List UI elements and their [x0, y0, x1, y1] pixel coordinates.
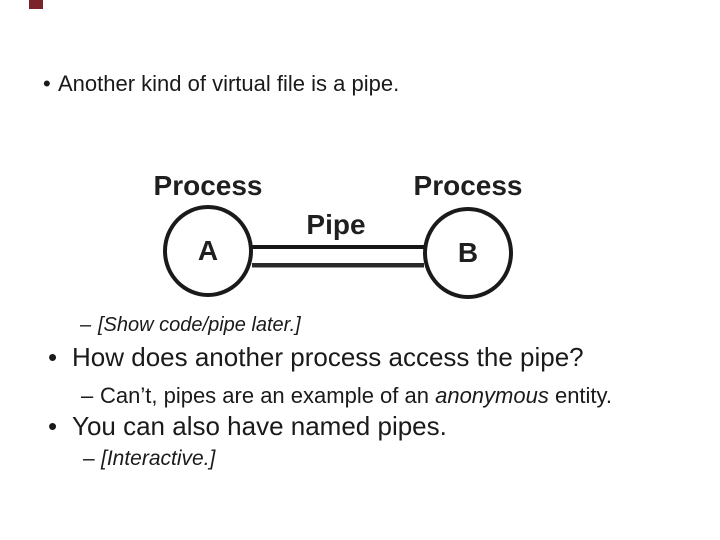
subbullet-interactive-text: [Interactive.] — [101, 447, 216, 470]
process-b-circle: B — [423, 207, 513, 299]
process-label-left: Process — [153, 170, 263, 201]
subbullet-anonymous-text: Can’t, pipes are an example of an anonym… — [100, 382, 612, 410]
dash-glyph: – — [80, 314, 92, 336]
anonymous-prefix: Can’t, pipes are an example of an — [100, 383, 436, 408]
anonymous-suffix: entity. — [548, 383, 613, 408]
dash-glyph: – — [83, 447, 95, 470]
subbullet-anonymous: – Can’t, pipes are an example of an anon… — [81, 382, 612, 410]
subbullet-interactive: – [Interactive.] — [83, 446, 215, 472]
subbullet-show-code: – [Show code/pipe later.] — [80, 313, 301, 338]
pipe-label: Pipe — [306, 209, 366, 240]
bullet-glyph: • — [48, 411, 58, 441]
bullet-named-pipes: • You can also have named pipes. — [48, 410, 447, 443]
subbullet-show-code-text: [Show code/pipe later.] — [98, 314, 301, 336]
anonymous-word: anonymous — [435, 383, 549, 408]
bullet-named-pipes-text: You can also have named pipes. — [72, 411, 447, 441]
process-a-letter: A — [197, 235, 219, 266]
bullet-access-pipe: • How does another process access the pi… — [48, 341, 584, 374]
bullet-virtual-file: • Another kind of virtual file is a pipe… — [43, 70, 399, 98]
bullet-access-pipe-text: How does another process access the pipe… — [72, 342, 584, 372]
bullet-glyph: • — [43, 71, 51, 96]
bullet-glyph: • — [48, 342, 58, 372]
dash-glyph: – — [81, 383, 94, 408]
corner-ribbon — [29, 0, 43, 9]
process-b-letter: B — [457, 237, 479, 268]
pipe-connector — [252, 245, 424, 267]
process-label-right: Process — [413, 170, 523, 201]
bullet-virtual-file-text: Another kind of virtual file is a pipe. — [58, 71, 400, 96]
process-a-circle: A — [163, 205, 253, 297]
